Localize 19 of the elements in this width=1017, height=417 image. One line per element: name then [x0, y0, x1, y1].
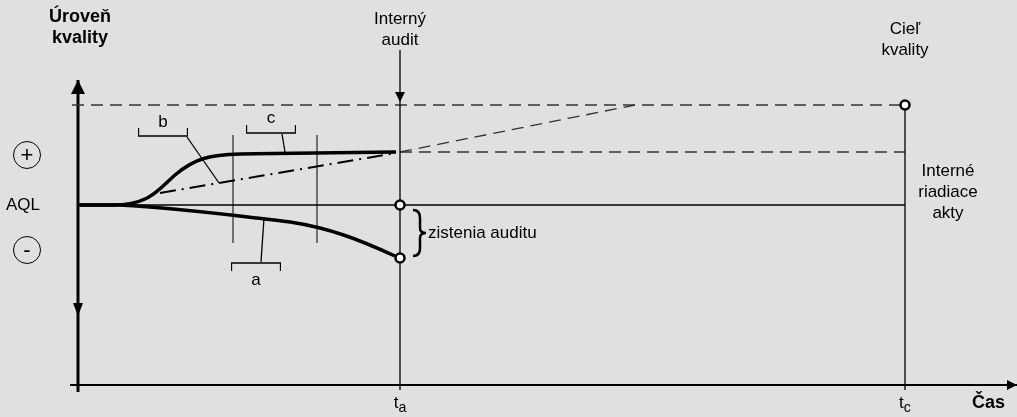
leader-line: [281, 133, 286, 153]
annotation-text: zistenia auditu: [428, 222, 538, 243]
lower-curve: [80, 203, 396, 258]
annotation-text: Cieľ kvality: [880, 18, 930, 60]
curve-letter: a: [250, 270, 262, 289]
audit-time-line: [399, 101, 401, 391]
arrow: [395, 49, 405, 103]
leader-line: [260, 217, 265, 263]
curve-letter: b: [157, 112, 169, 131]
annotation-text: Interný audit: [365, 8, 435, 50]
tick-label: t$_{a}$: [392, 392, 408, 417]
axis-value-label: AQL: [5, 194, 41, 215]
tick-label: t$_{c}$: [898, 392, 912, 417]
axis-title: Úroveň kvality: [48, 6, 112, 48]
axis-title: Čas: [971, 392, 1006, 413]
leader-line: [186, 136, 220, 184]
upper-curve: [78, 150, 396, 207]
curve-letter: c: [265, 108, 277, 127]
annotation-text: Interné riadiace akty: [917, 160, 979, 223]
